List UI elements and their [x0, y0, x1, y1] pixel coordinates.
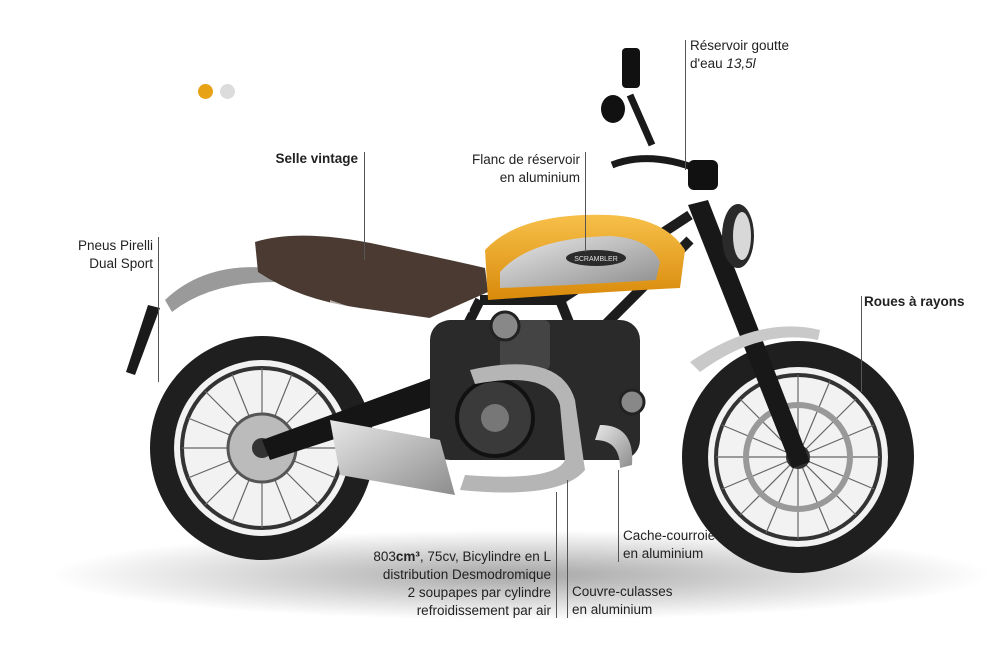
callout-head-covers: Couvre-culasses en aluminium	[572, 583, 673, 619]
callout-engine: 803cm³, 75cv, Bicylindre en L distributi…	[330, 548, 551, 620]
callout-tank-drop-line1: Réservoir goutte	[690, 38, 790, 53]
callout-line-tires	[158, 237, 159, 382]
exhaust-pipe	[595, 425, 633, 468]
callout-engine-line4: refroidissement par air	[416, 603, 551, 618]
callout-tires: Pneus Pirelli Dual Sport	[40, 237, 153, 273]
callout-belt-cover-line2: en aluminium	[623, 546, 704, 561]
callout-line-tank-drop	[685, 40, 686, 170]
mirror-left	[622, 48, 640, 88]
carousel-dot-1[interactable]	[198, 84, 213, 99]
callout-tank-drop-line2: d'eau 13,5l	[690, 56, 756, 71]
callout-line-belt-cover	[618, 470, 619, 562]
rear-wheel	[150, 336, 374, 560]
muffler	[330, 420, 455, 495]
callout-line-head-covers	[567, 480, 568, 618]
callout-line-wheels	[861, 296, 862, 392]
callout-line-engine	[556, 492, 557, 618]
callout-engine-line1: 803cm³, 75cv, Bicylindre en L	[373, 549, 551, 564]
callout-tires-line2: Dual Sport	[89, 256, 153, 271]
plate-holder	[126, 305, 160, 375]
callout-line-seat	[364, 152, 365, 260]
callout-tank-side: Flanc de réservoir en aluminium	[430, 151, 580, 187]
exhaust-header	[460, 364, 585, 493]
callout-belt-cover: Cache-courroie en aluminium	[623, 527, 715, 563]
engine	[430, 310, 646, 460]
callout-head-covers-line2: en aluminium	[572, 602, 653, 617]
callout-line-tank-side	[585, 152, 586, 252]
tank-capacity-value: 13,5l	[726, 56, 756, 71]
callout-engine-line3: 2 soupapes par cylindre	[407, 585, 551, 600]
rear-mudguard	[165, 267, 275, 312]
carousel-dot-2[interactable]	[220, 84, 235, 99]
front-mudguard	[690, 326, 820, 372]
instrument-cluster	[688, 160, 718, 190]
seat	[255, 235, 488, 318]
callout-head-covers-line1: Couvre-culasses	[572, 584, 673, 599]
handlebar	[610, 93, 702, 174]
callout-tank-side-line2: en aluminium	[499, 170, 580, 185]
callout-belt-cover-line1: Cache-courroie	[623, 528, 716, 543]
mirror-right	[601, 95, 625, 123]
callout-tank-side-line1: Flanc de réservoir	[471, 152, 580, 167]
callout-tires-line1: Pneus Pirelli	[77, 238, 153, 253]
tank-badge: SCRAMBLER	[574, 256, 618, 263]
callout-tank-drop: Réservoir goutte d'eau 13,5l	[690, 37, 789, 73]
swingarm	[262, 375, 455, 460]
callout-seat: Selle vintage	[275, 151, 358, 166]
callout-wheels: Roues à rayons	[864, 294, 965, 309]
callout-engine-line2: distribution Desmodromique	[382, 567, 551, 582]
